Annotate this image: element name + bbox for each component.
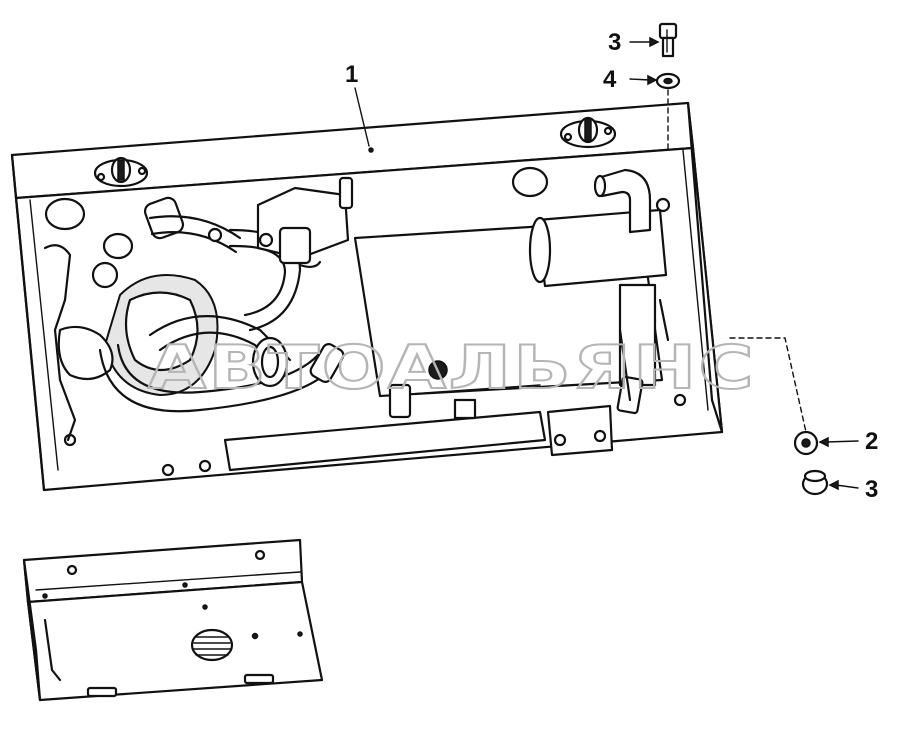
wiring-left: [43, 244, 77, 442]
watermark-text: АВТОАЛЬЯНС: [148, 333, 756, 403]
valve-block: [207, 176, 354, 269]
leader-arrows: [354, 36, 859, 491]
cover-grille: [190, 628, 234, 662]
pump-housing: [57, 196, 219, 396]
lower-mounting-bar: [63, 393, 687, 477]
callout-4: 4: [603, 66, 617, 93]
top-mount-left: [93, 156, 149, 188]
callout-3-top: 3: [608, 29, 621, 56]
callout-3-bottom: 3: [865, 476, 878, 503]
heater-tray-assembly: [10, 101, 724, 492]
callout-1: 1: [345, 61, 358, 88]
washer-right: [793, 430, 819, 456]
elbow-fitting: [593, 168, 671, 234]
round-plug-right: [511, 166, 549, 198]
top-mount-right: [559, 116, 617, 149]
round-plug-left: [44, 197, 86, 231]
bolt-top: [658, 22, 678, 58]
hose-coupling: [251, 336, 345, 388]
connector-plug: [388, 298, 670, 419]
assembly-line-right: [729, 337, 807, 433]
cover-panel: [22, 538, 324, 702]
heater-cylinder: [353, 208, 668, 398]
nut-right: [801, 469, 829, 496]
washer-top: [655, 72, 681, 90]
callout-2: 2: [865, 428, 878, 455]
